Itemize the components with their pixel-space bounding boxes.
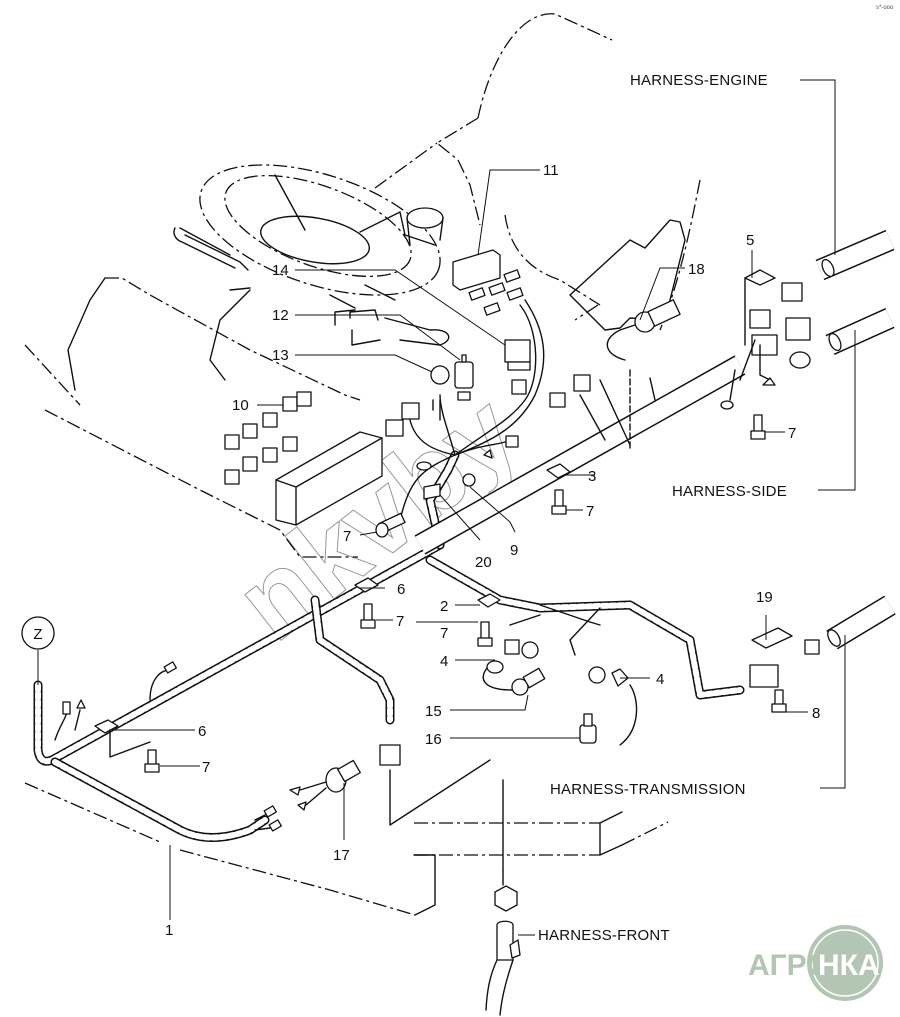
callout-20: 20 — [475, 554, 492, 571]
callout-12: 12 — [272, 307, 289, 324]
view-marker-label: Z — [33, 626, 42, 643]
tractor-outline — [24, 13, 701, 916]
callout-6b: 6 — [198, 723, 206, 740]
callout-5: 5 — [746, 232, 754, 249]
callout-19: 19 — [756, 589, 773, 606]
callout-8: 8 — [812, 705, 820, 722]
label-harness-front: HARNESS-FRONT — [538, 927, 670, 944]
clamps-bolts — [94, 414, 896, 773]
callout-4a: 4 — [440, 653, 448, 670]
callout-7d: 7 — [788, 425, 796, 442]
main-harness — [33, 450, 745, 842]
label-harness-transmission: HARNESS-TRANSMISSION — [550, 781, 746, 798]
callout-1: 1 — [165, 922, 173, 939]
callout-7c: 7 — [586, 503, 594, 520]
view-marker: Z — [21, 616, 55, 650]
callout-17: 17 — [333, 847, 350, 864]
relay-cluster — [224, 391, 312, 485]
callout-7f: 7 — [202, 759, 210, 776]
callout-3: 3 — [588, 468, 596, 485]
callout-14: 14 — [272, 262, 289, 279]
callout-4b: 4 — [656, 671, 664, 688]
corner-mark: s*-ooo — [876, 5, 894, 11]
logo-circle — [807, 925, 883, 1001]
callout-2: 2 — [440, 598, 448, 615]
callout-7e: 7 — [343, 528, 351, 545]
front-harness — [485, 779, 521, 1016]
dash-components — [224, 249, 545, 538]
logo-text-right: НКА — [818, 949, 880, 982]
callout-10: 10 — [232, 397, 249, 414]
leader-lines — [37, 79, 856, 936]
logo: АГРО НКА — [748, 925, 883, 1001]
switches — [289, 639, 638, 811]
callout-6a: 6 — [397, 581, 405, 598]
callouts: 1 2 3 4 4 5 6 6 7 7 7 7 7 7 8 9 10 11 12… — [165, 162, 820, 939]
callout-15: 15 — [425, 703, 442, 720]
callout-13: 13 — [272, 347, 289, 364]
callout-18: 18 — [688, 261, 705, 278]
callout-7a: 7 — [440, 625, 448, 642]
side-harness — [414, 229, 895, 555]
callout-11: 11 — [543, 162, 559, 179]
callout-9: 9 — [510, 542, 518, 559]
label-harness-engine: HARNESS-ENGINE — [630, 72, 768, 89]
label-harness-side: HARNESS-SIDE — [672, 483, 787, 500]
callout-7b: 7 — [396, 613, 404, 630]
logo-text-left: АГРО — [748, 949, 830, 982]
callout-16: 16 — [425, 731, 442, 748]
